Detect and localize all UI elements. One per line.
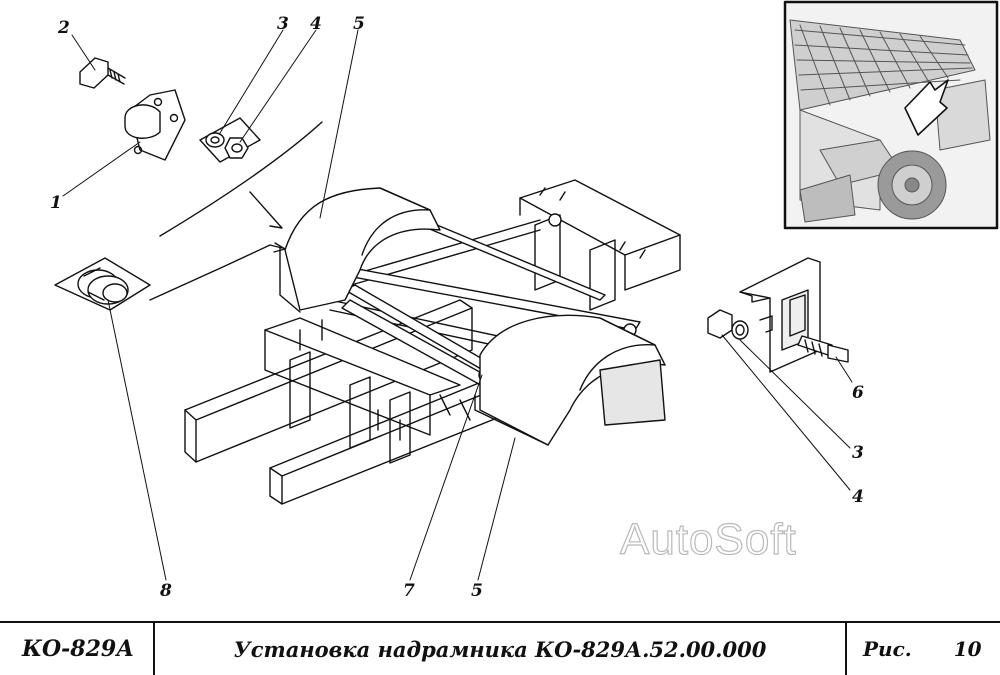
caption-cell: Установка надрамника КО-829А.52.00.000	[155, 623, 847, 675]
callout-labels: 2 3 4 5 1 6 3 4 8 7 5	[50, 14, 864, 601]
figure-number: 10	[953, 637, 982, 661]
bushing-detail	[54, 242, 286, 311]
watermark: AutoSoft	[619, 514, 797, 564]
figure-caption: Установка надрамника КО-829А.52.00.000	[233, 636, 767, 662]
leader-lines	[62, 29, 853, 581]
callout-8: 8	[159, 581, 172, 601]
callout-3-right: 3	[852, 443, 864, 463]
clamp-detail	[79, 57, 323, 237]
model-cell: КО-829А	[0, 623, 155, 675]
callout-2: 2	[57, 18, 70, 38]
subframe-assembly	[184, 179, 681, 505]
title-block: КО-829А Установка надрамника КО-829А.52.…	[0, 621, 1000, 675]
callout-5-top: 5	[353, 14, 365, 34]
callout-4-right: 4	[852, 487, 864, 507]
bracket-detail	[707, 257, 849, 373]
callout-1: 1	[50, 193, 62, 213]
inset-photo	[783, 0, 999, 230]
figure-number-cell: Рис. 10	[847, 623, 1000, 675]
callout-6: 6	[852, 383, 864, 403]
technical-drawing: 2 3 4 5 1 6 3 4 8 7 5	[50, 0, 999, 601]
figure-label: Рис.	[863, 637, 912, 661]
callout-5-bottom: 5	[471, 581, 483, 601]
callout-3-top: 3	[277, 14, 289, 34]
callout-4-top: 4	[310, 14, 322, 34]
model-code: КО-829А	[22, 636, 135, 662]
callout-7: 7	[403, 581, 415, 601]
